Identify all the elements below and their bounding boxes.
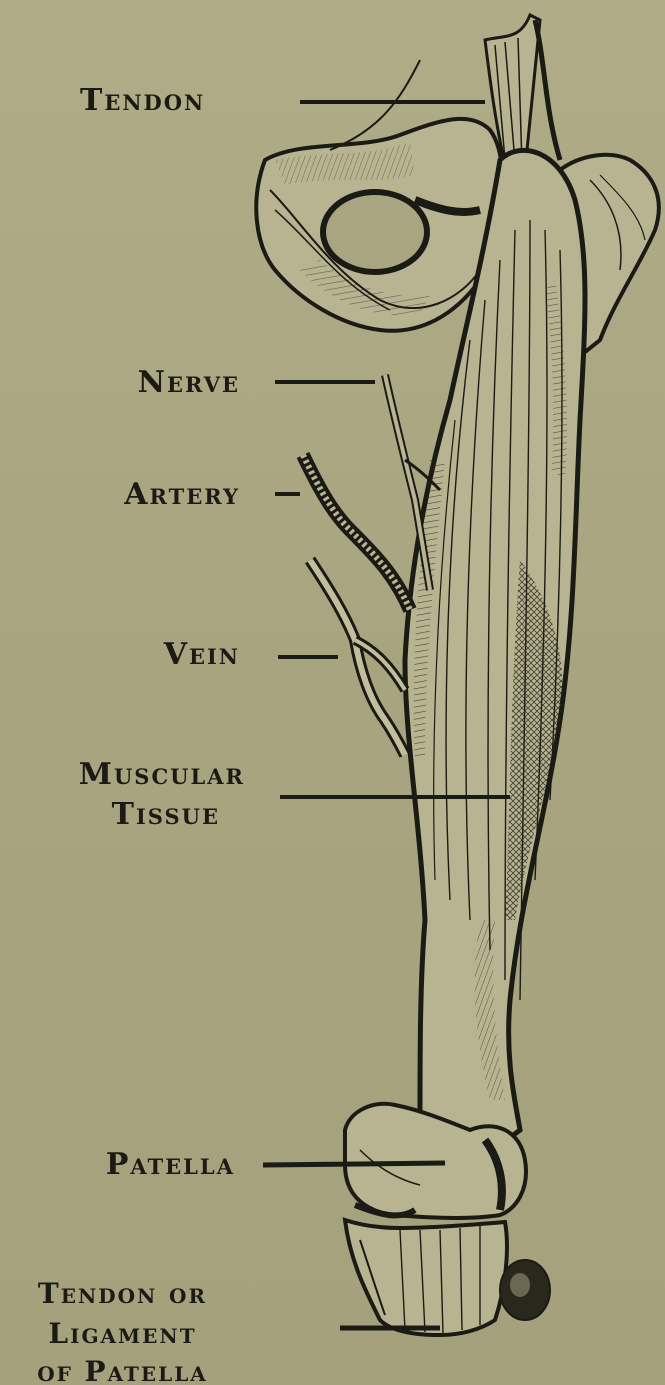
ligament-label-line2: Ligament xyxy=(0,1320,245,1348)
nerve-label: Nerve xyxy=(80,368,240,398)
muscular-tissue-label-line2: Tissue xyxy=(20,800,220,830)
ligament-label-line3: of Patella xyxy=(0,1358,245,1385)
patellar-ligament xyxy=(345,1220,550,1335)
patella-leader xyxy=(263,1163,445,1165)
muscular-tissue-label-line1: Muscular xyxy=(20,760,245,790)
artery xyxy=(303,455,410,610)
tendon-label: Tendon xyxy=(80,86,240,116)
artery-label: Artery xyxy=(60,480,240,510)
patella-label: Patella xyxy=(40,1150,235,1180)
ligament-label-line1: Tendon or xyxy=(0,1280,245,1308)
vein-label: Vein xyxy=(80,640,240,670)
